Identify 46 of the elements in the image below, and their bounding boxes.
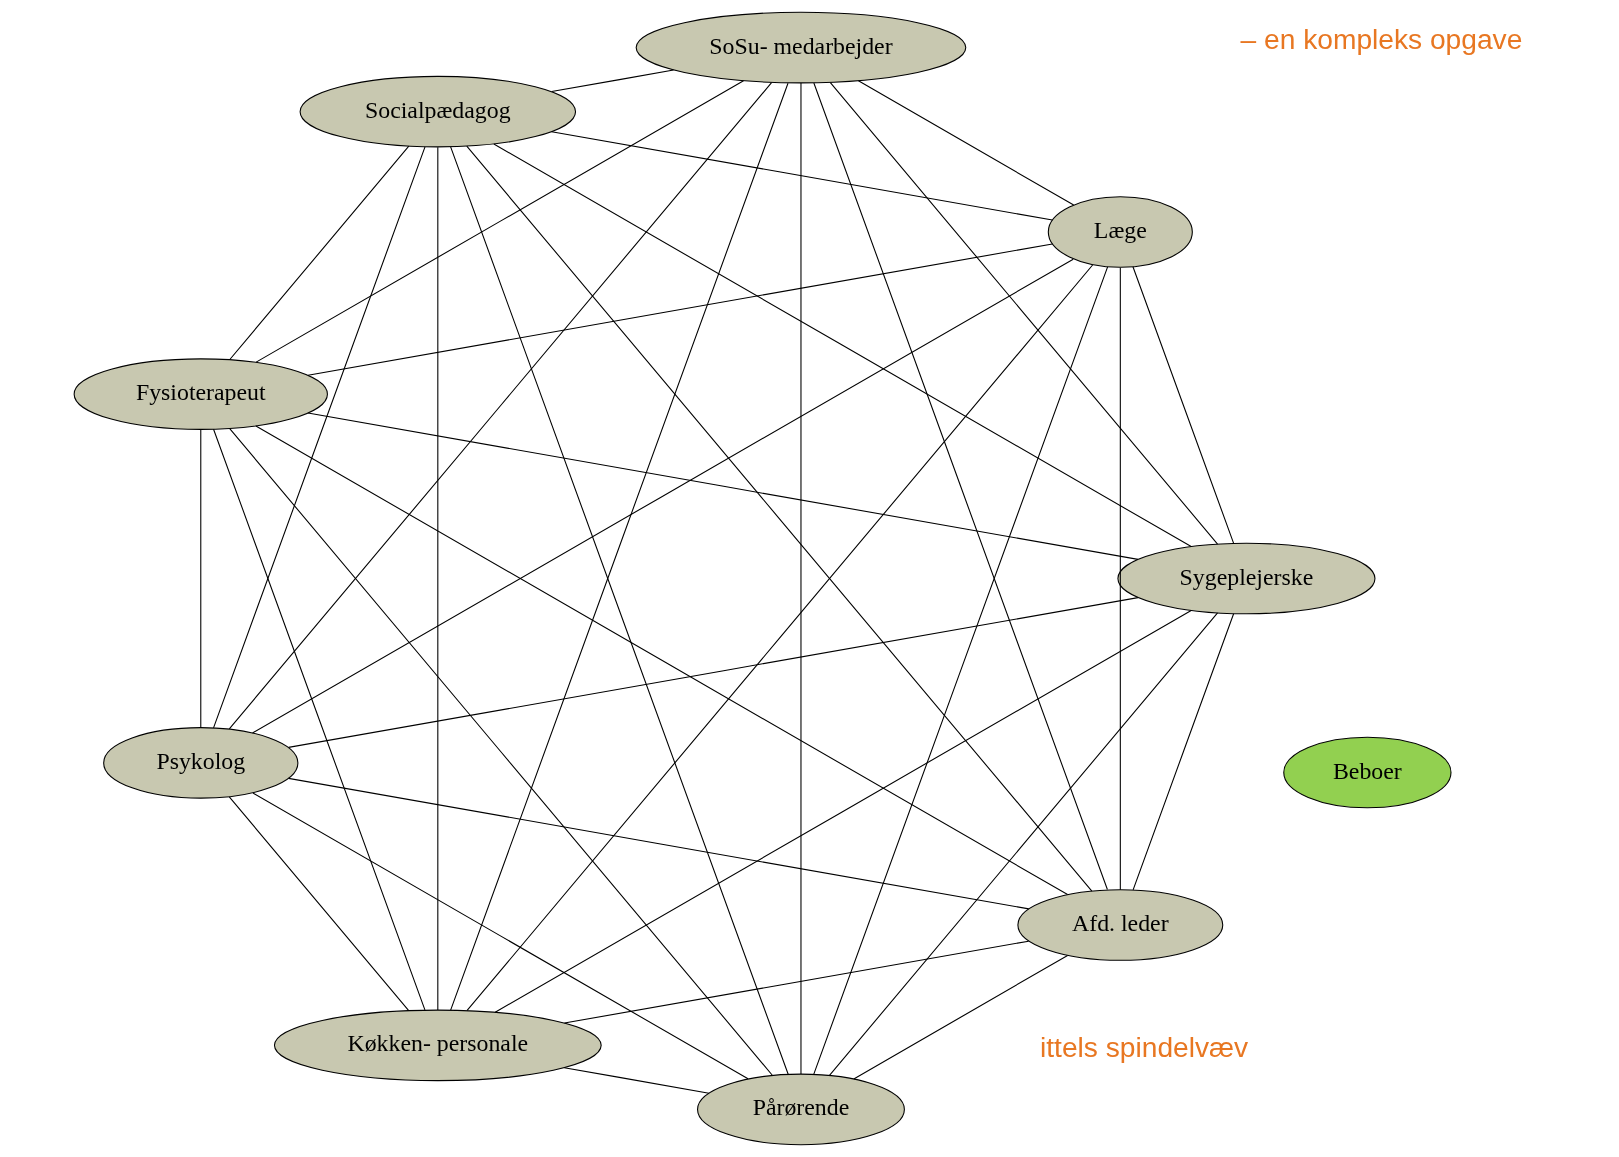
connector [828, 612, 1218, 1076]
connector [492, 143, 1192, 548]
connector [199, 429, 201, 729]
connector [251, 258, 1074, 734]
node-ellipse: Pårørende [696, 1073, 905, 1146]
connector [563, 940, 1029, 1024]
node-ellipse: Fysioterapeut [73, 358, 328, 430]
connector [857, 80, 1074, 206]
label: – en kompleks opgave [1240, 22, 1522, 55]
connector [255, 80, 744, 363]
connector [228, 145, 409, 361]
node-ellipse: Køkken- personale [273, 1009, 602, 1082]
node-ellipse: Psykolog [102, 727, 298, 799]
connector [812, 266, 1108, 1075]
connector [550, 69, 674, 93]
connector [799, 82, 801, 1075]
connector [254, 425, 1068, 896]
connector [1132, 613, 1234, 891]
connector [1131, 266, 1234, 544]
node-ellipse: Sygeplejerske [1116, 542, 1375, 615]
connector [307, 412, 1139, 560]
connector [563, 1067, 709, 1094]
connector [228, 428, 773, 1076]
node-ellipse: SoSu- medarbejder [635, 11, 966, 84]
connector [228, 796, 409, 1011]
node-ellipse: Beboer [1282, 736, 1452, 809]
connector [228, 82, 772, 730]
connector [212, 428, 425, 1011]
connector [212, 146, 426, 729]
node-ellipse: Afd. leder [1016, 889, 1223, 961]
label: ittels spindelvæv [1039, 1030, 1248, 1063]
connector [465, 145, 1092, 892]
node-ellipse: Socialpædagog [299, 75, 576, 148]
connector [251, 792, 749, 1080]
connector [812, 82, 1108, 891]
connector [852, 954, 1068, 1080]
connector [550, 131, 1053, 221]
connector [287, 597, 1139, 748]
connector [829, 82, 1218, 545]
connector [1119, 267, 1121, 891]
node-ellipse: Læge [1047, 196, 1193, 268]
connector [307, 243, 1053, 376]
connector [466, 264, 1093, 1011]
connector [287, 777, 1029, 910]
connector [436, 146, 438, 1011]
connector [494, 609, 1192, 1013]
